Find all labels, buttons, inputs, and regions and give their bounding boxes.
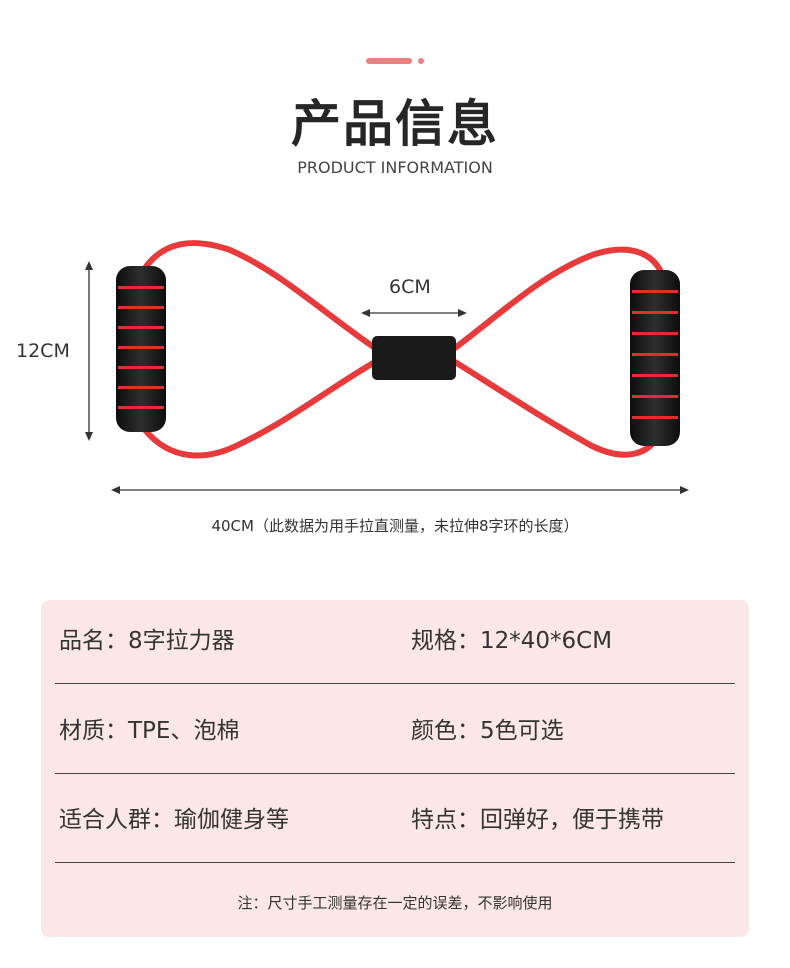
divider (55, 773, 735, 774)
decorative-accent-line (366, 58, 412, 64)
left-handle (116, 266, 166, 432)
spec-material: 材质：TPE、泡棉 (59, 718, 240, 744)
right-handle (630, 270, 680, 446)
spec-row: 品名：8字拉力器 规格：12*40*6CM (55, 600, 735, 690)
page-title: 产品信息 (291, 95, 499, 153)
spec-feature: 特点：回弹好，便于携带 (411, 807, 664, 833)
divider (55, 683, 735, 684)
spec-table: 品名：8字拉力器 规格：12*40*6CM 材质：TPE、泡棉 颜色：5色可选 … (41, 600, 749, 937)
measurement-note: 注：尺寸手工测量存在一定的误差，不影响使用 (237, 894, 553, 912)
dimension-arrows (85, 261, 689, 494)
spec-row: 适合人群：瑜伽健身等 特点：回弹好，便于携带 (55, 779, 735, 869)
page-subtitle: PRODUCT INFORMATION (297, 158, 493, 177)
product-image (85, 240, 689, 494)
length-caption: 40CM（此数据为用手拉直测量，未拉伸8字环的长度） (211, 517, 579, 535)
band-tube (142, 240, 663, 459)
center-sleeve (372, 336, 456, 380)
height-dimension-label: 12CM (16, 340, 70, 362)
width-dimension-label: 6CM (389, 276, 431, 298)
spec-color: 颜色：5色可选 (411, 718, 564, 744)
spec-product-name: 品名：8字拉力器 (59, 628, 235, 654)
spec-audience: 适合人群：瑜伽健身等 (59, 807, 289, 833)
decorative-accent-dot (418, 58, 424, 64)
divider (55, 862, 735, 863)
spec-size: 规格：12*40*6CM (411, 628, 613, 654)
spec-row: 材质：TPE、泡棉 颜色：5色可选 (55, 690, 735, 780)
